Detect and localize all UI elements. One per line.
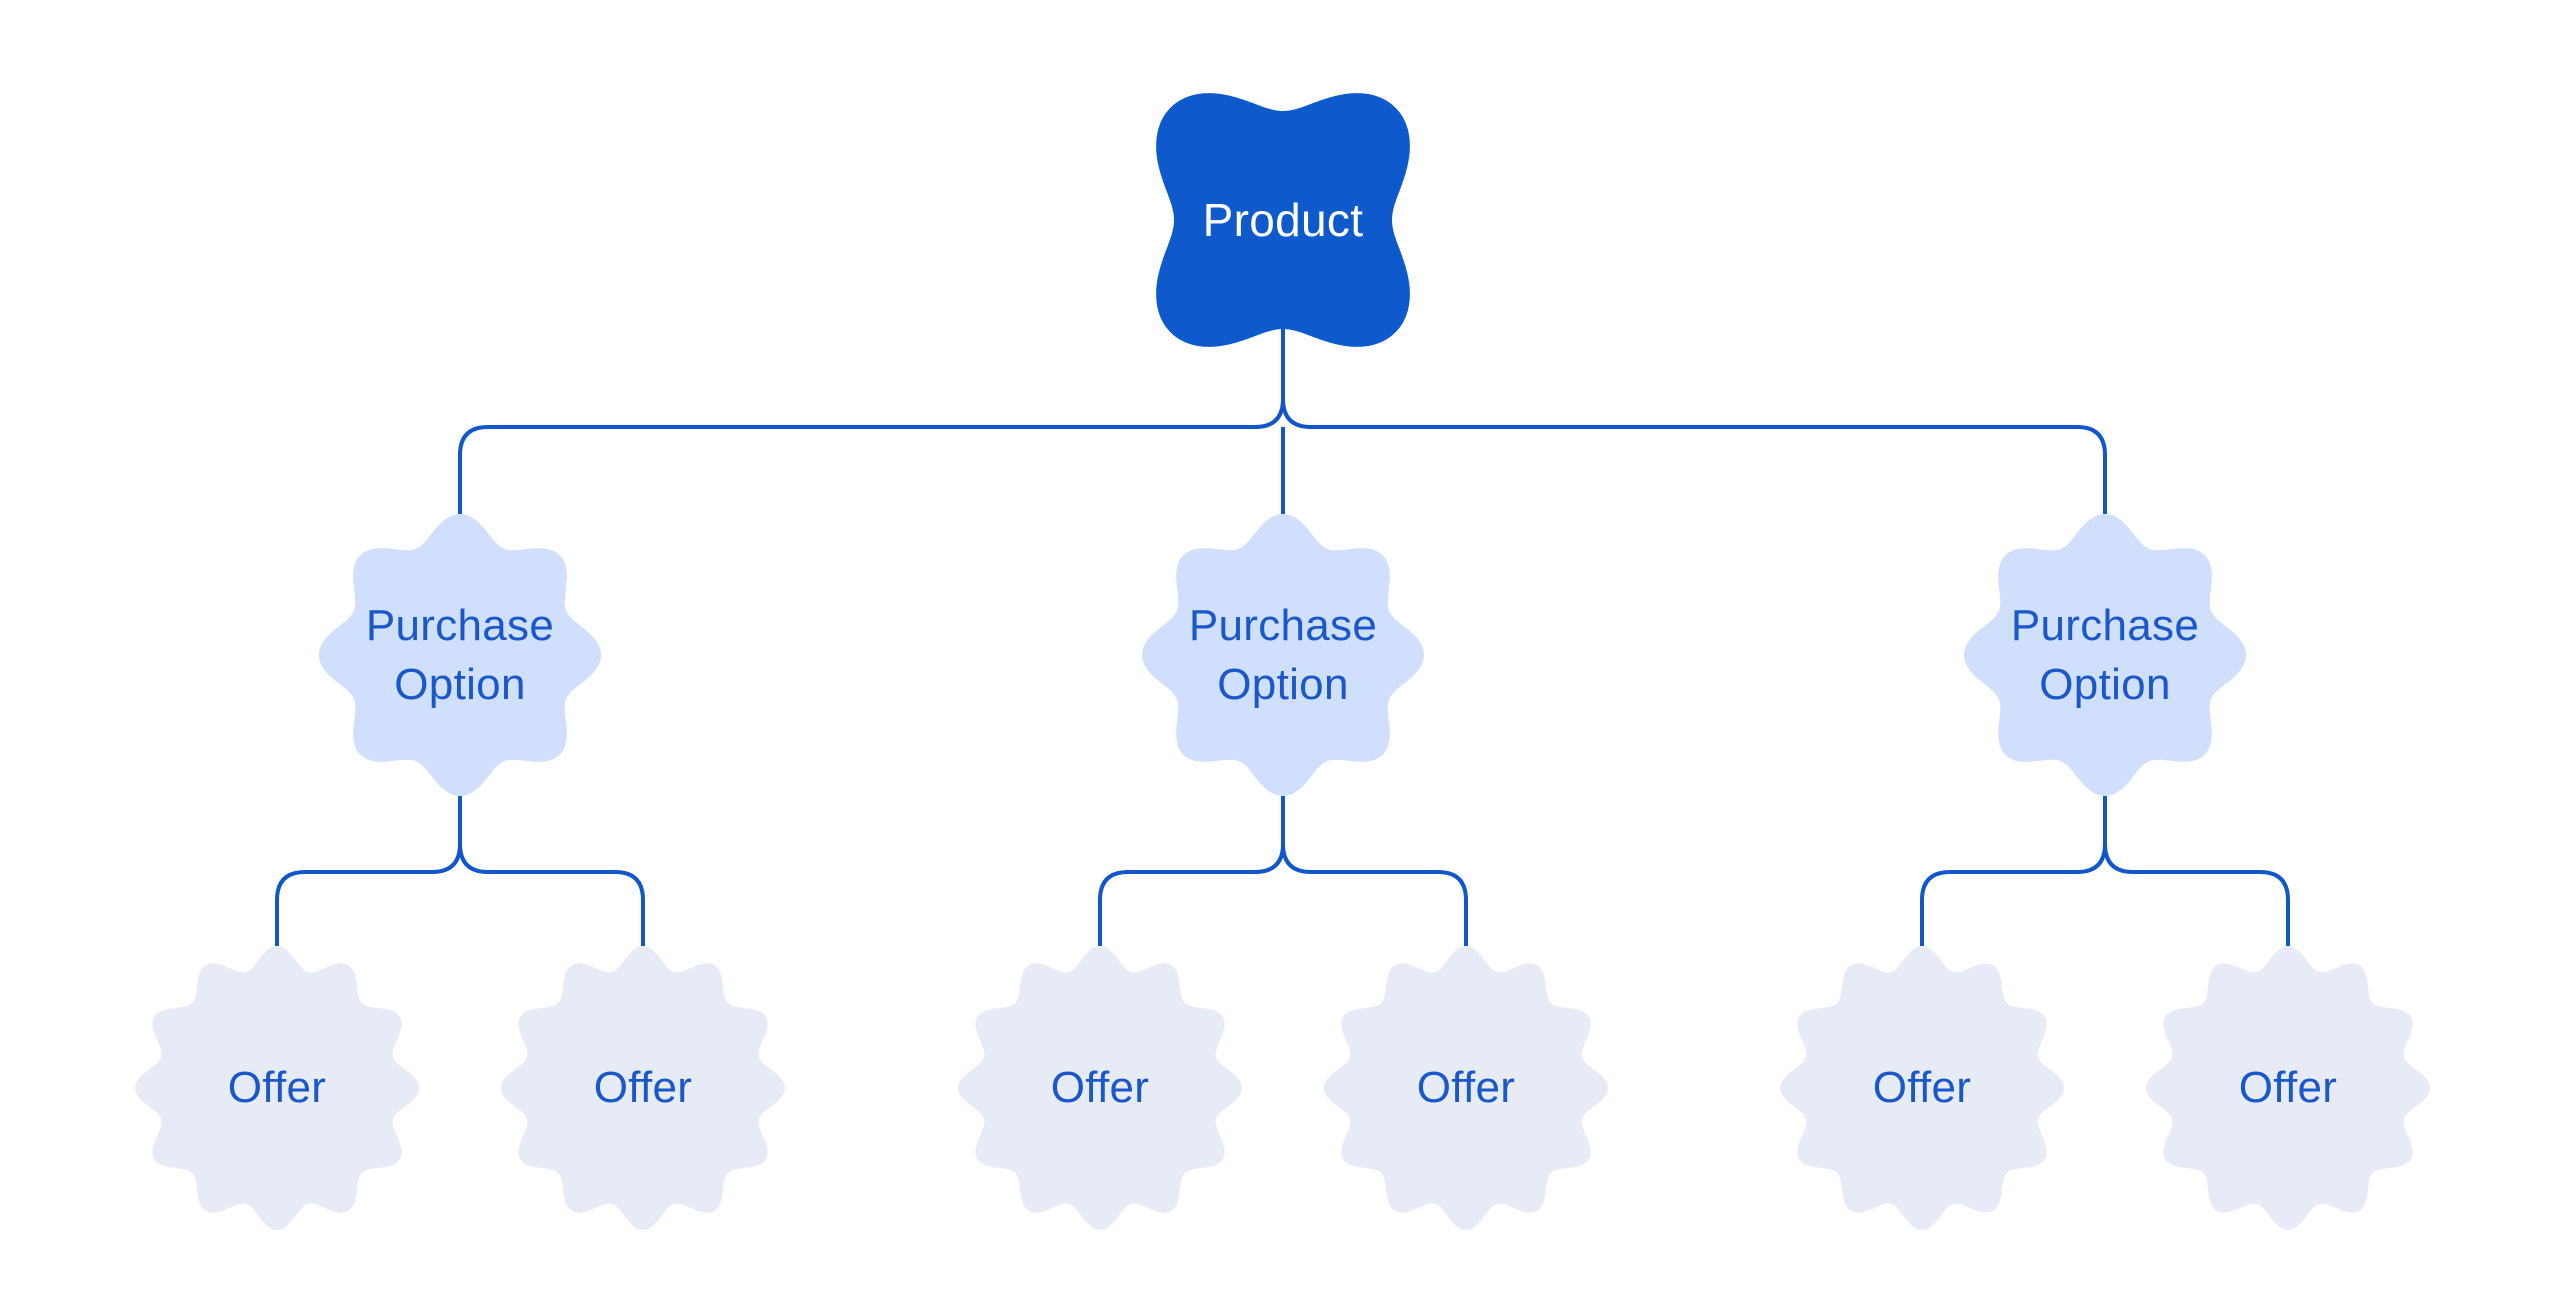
- offer-blob-shape: [135, 946, 419, 1230]
- offer-node-6: Offer: [2143, 943, 2433, 1233]
- offer-blob-shape: [1324, 946, 1608, 1230]
- purchase-option-blob-shape: [319, 514, 601, 796]
- offer-node-5: Offer: [1777, 943, 2067, 1233]
- connector-option2-to-offer-4: [1281, 796, 1468, 946]
- connector-option1-to-offer-1: [275, 796, 462, 946]
- product-blob-shape: [1156, 93, 1410, 347]
- connector-product-to-option-1: [458, 320, 1285, 514]
- offer-node-1: Offer: [132, 943, 422, 1233]
- offer-blob-shape: [2146, 946, 2430, 1230]
- product-node: Product: [1148, 85, 1418, 355]
- offer-node-3: Offer: [955, 943, 1245, 1233]
- offer-blob-shape: [501, 946, 785, 1230]
- purchase-option-blob-shape: [1142, 514, 1424, 796]
- connector-option3-to-offer-5: [1920, 796, 2107, 946]
- offer-blob-shape: [1780, 946, 2064, 1230]
- connector-option3-to-offer-6: [2103, 796, 2290, 946]
- connector-option2-to-offer-3: [1098, 796, 1285, 946]
- offer-node-4: Offer: [1321, 943, 1611, 1233]
- purchase-option-blob-shape: [1964, 514, 2246, 796]
- connector-option1-to-offer-2: [458, 796, 645, 946]
- purchase-option-node-3: Purchase Option: [1960, 510, 2250, 800]
- purchase-option-node-1: Purchase Option: [315, 510, 605, 800]
- offer-node-2: Offer: [498, 943, 788, 1233]
- offer-blob-shape: [958, 946, 1242, 1230]
- connector-product-to-option-3: [1281, 320, 2107, 514]
- purchase-option-node-2: Purchase Option: [1138, 510, 1428, 800]
